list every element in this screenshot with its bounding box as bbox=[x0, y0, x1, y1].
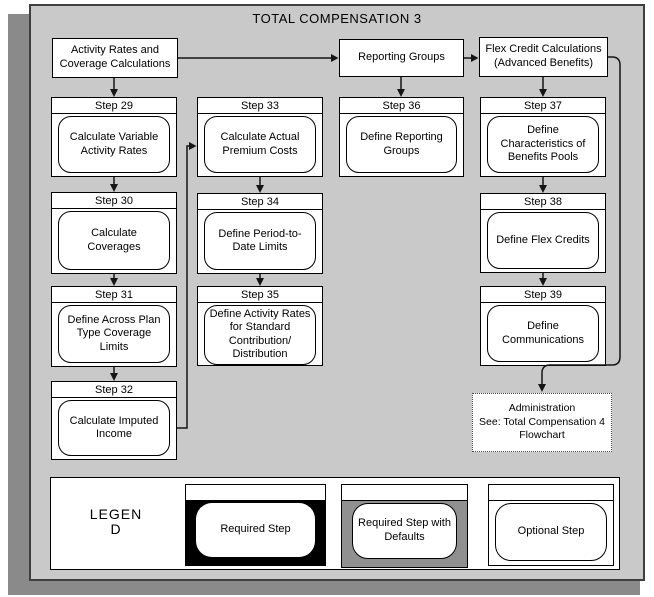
step-30-body: Calculate Coverages bbox=[52, 209, 176, 273]
legend-sample-required-label: Required Step bbox=[196, 503, 315, 557]
legend-sample-required-defaults-body: Required Step with Defaults bbox=[342, 501, 467, 567]
node-administration: Administration See: Total Compensation 4… bbox=[472, 393, 612, 452]
step-37-header: Step 37 bbox=[481, 98, 605, 114]
node-flex-credit-calculations: Flex Credit Calculations (Advanced Benef… bbox=[479, 37, 608, 77]
step-30-header: Step 30 bbox=[52, 193, 176, 209]
legend-sample-optional-body: Optional Step bbox=[489, 501, 613, 565]
step-36-body: Define Reporting Groups bbox=[340, 114, 463, 176]
node-activity-rates: Activity Rates and Coverage Calculations bbox=[52, 38, 178, 78]
step-32-box: Step 32 Calculate Imputed Income bbox=[51, 381, 177, 460]
step-33-label: Calculate Actual Premium Costs bbox=[204, 116, 316, 173]
step-31-label: Define Across Plan Type Coverage Limits bbox=[58, 305, 170, 363]
step-32-label: Calculate Imputed Income bbox=[58, 400, 170, 456]
step-34-header: Step 34 bbox=[198, 194, 322, 210]
step-38-label: Define Flex Credits bbox=[487, 212, 599, 269]
step-33-box: Step 33 Calculate Actual Premium Costs bbox=[197, 97, 323, 177]
legend-sample-optional-header bbox=[489, 485, 613, 501]
legend-sample-optional-step: Optional Step bbox=[488, 484, 614, 566]
step-29-box: Step 29 Calculate Variable Activity Rate… bbox=[51, 97, 177, 177]
step-29-header: Step 29 bbox=[52, 98, 176, 114]
step-34-box: Step 34 Define Period-to- Date Limits bbox=[197, 193, 323, 274]
node-reporting-groups: Reporting Groups bbox=[339, 39, 464, 77]
step-31-header: Step 31 bbox=[52, 287, 176, 303]
step-38-body: Define Flex Credits bbox=[481, 210, 605, 272]
step-38-box: Step 38 Define Flex Credits bbox=[480, 193, 606, 273]
legend-sample-required-body: Required Step bbox=[186, 501, 325, 565]
step-29-body: Calculate Variable Activity Rates bbox=[52, 114, 176, 176]
step-31-body: Define Across Plan Type Coverage Limits bbox=[52, 303, 176, 366]
step-31-box: Step 31 Define Across Plan Type Coverage… bbox=[51, 286, 177, 367]
legend-sample-required-header bbox=[186, 485, 325, 501]
step-29-label: Calculate Variable Activity Rates bbox=[58, 116, 170, 173]
step-30-box: Step 30 Calculate Coverages bbox=[51, 192, 177, 274]
step-34-label: Define Period-to- Date Limits bbox=[204, 212, 316, 270]
legend-sample-required-defaults: Required Step with Defaults bbox=[341, 484, 468, 568]
step-34-body: Define Period-to- Date Limits bbox=[198, 210, 322, 273]
legend-sample-required-defaults-header bbox=[342, 485, 467, 501]
step-33-body: Calculate Actual Premium Costs bbox=[198, 114, 322, 176]
legend-sample-required-step: Required Step bbox=[185, 484, 326, 566]
step-38-header: Step 38 bbox=[481, 194, 605, 210]
step-37-body: Define Characteristics of Benefits Pools bbox=[481, 114, 605, 176]
step-35-body: Define Activity Rates for Standard Contr… bbox=[198, 303, 322, 368]
legend-sample-optional-label: Optional Step bbox=[495, 503, 607, 561]
step-35-label: Define Activity Rates for Standard Contr… bbox=[204, 305, 316, 365]
step-37-label: Define Characteristics of Benefits Pools bbox=[487, 116, 599, 173]
step-33-header: Step 33 bbox=[198, 98, 322, 114]
step-39-box: Step 39 Define Communications bbox=[480, 286, 606, 366]
step-32-header: Step 32 bbox=[52, 382, 176, 398]
page-title: TOTAL COMPENSATION 3 bbox=[252, 11, 422, 26]
step-39-header: Step 39 bbox=[481, 287, 605, 303]
step-39-label: Define Communications bbox=[487, 305, 599, 362]
step-39-body: Define Communications bbox=[481, 303, 605, 365]
step-35-box: Step 35 Define Activity Rates for Standa… bbox=[197, 286, 323, 366]
step-35-header: Step 35 bbox=[198, 287, 322, 303]
step-36-box: Step 36 Define Reporting Groups bbox=[339, 97, 464, 177]
legend-title: LEGEN D bbox=[89, 506, 143, 538]
legend-sample-required-defaults-label: Required Step with Defaults bbox=[352, 503, 457, 559]
step-30-label: Calculate Coverages bbox=[58, 211, 170, 270]
step-36-header: Step 36 bbox=[340, 98, 463, 114]
step-37-box: Step 37 Define Characteristics of Benefi… bbox=[480, 97, 606, 177]
step-32-body: Calculate Imputed Income bbox=[52, 398, 176, 459]
legend-box: LEGEN D Required Step Required Step with… bbox=[50, 477, 620, 570]
step-36-label: Define Reporting Groups bbox=[346, 116, 457, 173]
